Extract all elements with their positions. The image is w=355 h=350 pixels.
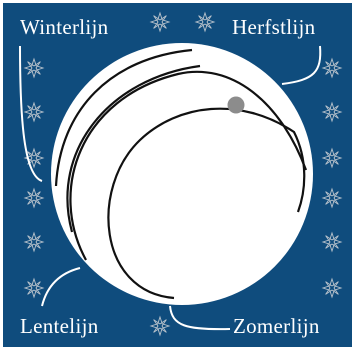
summer-line-label: Zomerlijn	[233, 316, 320, 337]
spring-line-label: Lentelijn	[20, 316, 99, 337]
panel-border	[2, 2, 353, 348]
winter-line-label: Winterlijn	[20, 17, 108, 38]
autumn-line-label: Herfstlijn	[232, 17, 315, 38]
